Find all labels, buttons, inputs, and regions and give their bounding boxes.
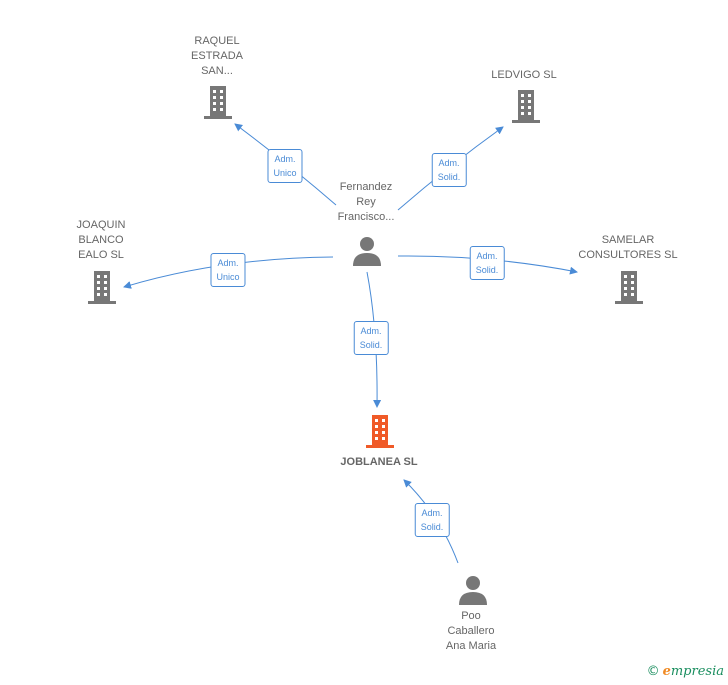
node-label-samelar[interactable]: SAMELAR CONSULTORES SL [578, 234, 678, 261]
edge-label-to-joblanea: Adm. Solid. [353, 321, 389, 355]
person-icon [459, 576, 487, 605]
building-icon [512, 90, 540, 123]
node-label-center-person[interactable]: Fernandez Rey Francisco... [337, 181, 395, 223]
building-icon [204, 86, 232, 119]
building-icon [88, 271, 116, 304]
copyright-icon: © [646, 664, 660, 679]
empresia-logo: ©empresia [646, 664, 724, 679]
edge-label-to-joaquin: Adm. Unico [210, 253, 246, 287]
node-label-raquel[interactable]: RAQUEL ESTRADA SAN... [191, 35, 243, 77]
node-label-ledvigo[interactable]: LEDVIGO SL [491, 69, 557, 81]
edge-label-to-raquel: Adm. Unico [267, 149, 303, 183]
building-icon-highlight [366, 415, 394, 448]
edge-label-poo-to-joblanea: Adm. Solid. [414, 503, 450, 537]
edge-label-to-ledvigo: Adm. Solid. [431, 153, 467, 187]
person-icon [353, 237, 381, 266]
building-icon [615, 271, 643, 304]
node-label-poo[interactable]: Poo Caballero Ana Maria [445, 610, 497, 652]
node-label-joblanea[interactable]: JOBLANEA SL [340, 456, 418, 468]
edge-label-to-samelar: Adm. Solid. [469, 246, 505, 280]
node-label-joaquin[interactable]: JOAQUIN BLANCO EALO SL [76, 219, 126, 261]
